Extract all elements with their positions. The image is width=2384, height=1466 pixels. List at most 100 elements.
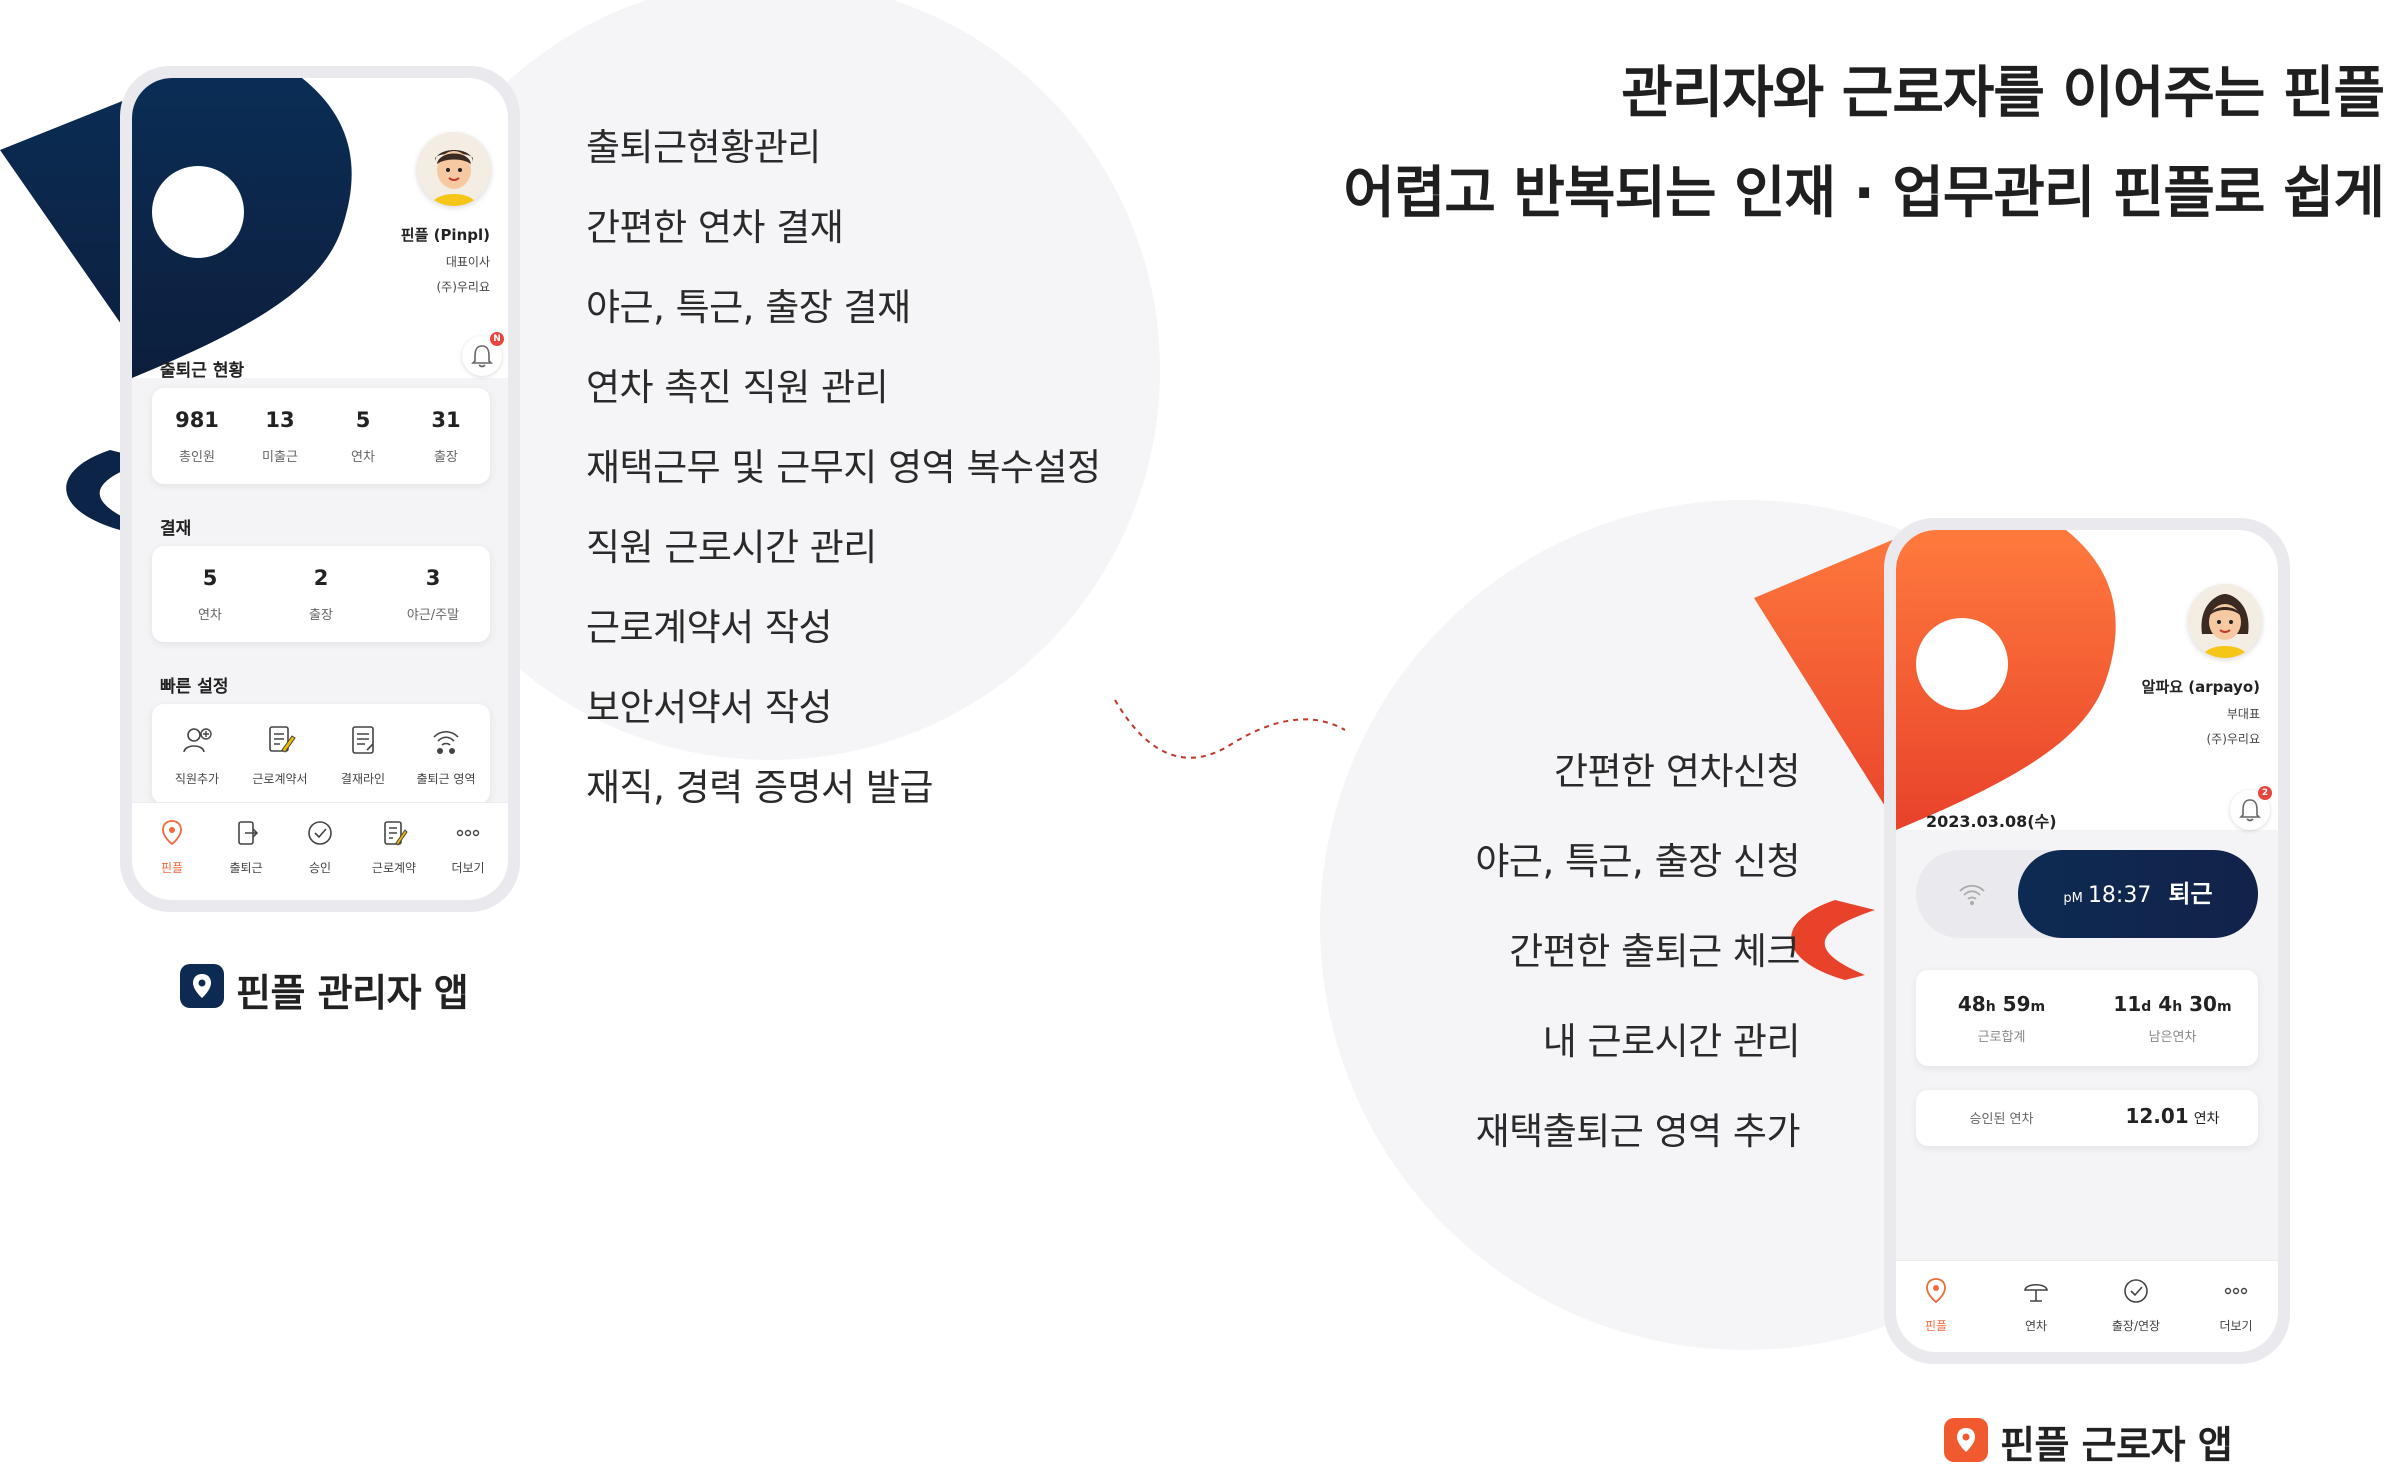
nav-label: 출퇴근 [229, 861, 263, 875]
quick-label: 근로계약서 [252, 772, 308, 786]
worker-nav-leave[interactable]: 연차 [1996, 1275, 2076, 1334]
admin-nav-approval[interactable]: 승인 [280, 817, 360, 876]
nav-label: 출장/연장 [2111, 1319, 2161, 1333]
admin-nav-attendance[interactable]: 출퇴근 [206, 817, 286, 876]
pin-icon [1957, 1428, 1975, 1452]
leave-left[interactable]: 11d 4h 30m 남은연차 [2087, 992, 2258, 1045]
work-total-value: 48h 59m [1916, 992, 2087, 1016]
nav-label: 핀플 [1924, 1319, 1948, 1333]
worker-feature-item: 간편한 출퇴근 체크 [1509, 930, 1800, 973]
worker-bell-badge: 2 [2258, 786, 2272, 800]
admin-app-icon [180, 964, 224, 1008]
admin-feature-item: 재택근무 및 근무지 영역 복수설정 [586, 446, 1101, 489]
approved-leave-unit: 연차 [2193, 1111, 2220, 1127]
quick-approval-line[interactable]: 결재라인 [318, 722, 408, 787]
quick-add-user[interactable]: 직원추가 [152, 722, 242, 787]
wifi-area-icon [433, 730, 459, 754]
leave-hours: 4 [2158, 992, 2173, 1016]
check-circle-icon [2124, 1279, 2148, 1303]
stat-leave[interactable]: 5 연차 [318, 408, 408, 465]
worker-profile-name: 알파요 (arpayo) [2141, 678, 2260, 696]
stat-value: 5 [355, 408, 371, 432]
unit-h: h [1985, 999, 1996, 1015]
leave-left-value: 11d 4h 30m [2087, 992, 2258, 1016]
approval-title: 결재 [160, 519, 192, 539]
worker-pin-logo [1896, 530, 2116, 830]
work-summary-card: 48h 59m 근로합계 11d 4h 30m 남은연차 [1916, 970, 2258, 1066]
headline-line-2: 어렵고 반복되는 인재 · 업무관리 핀플로 쉽게 [1343, 161, 2384, 226]
wifi-icon [1959, 884, 1985, 905]
clock-toggle[interactable]: pM 18:37 퇴근 [1916, 850, 2258, 938]
worker-avatar[interactable] [2188, 584, 2262, 658]
worker-nav-more[interactable]: 더보기 [2196, 1275, 2276, 1334]
stat-value: 2 [313, 566, 329, 590]
stat-label: 연차 [351, 450, 375, 465]
worker-date: 2023.03.08(수) [1926, 812, 2057, 831]
quick-wifi-area[interactable]: 출퇴근 영역 [401, 722, 491, 787]
admin-pin-logo [132, 78, 352, 378]
bell-icon [2239, 799, 2261, 822]
stat-label: 연차 [198, 608, 222, 623]
admin-avatar[interactable] [417, 132, 491, 206]
clock-out-button[interactable]: pM 18:37 퇴근 [2018, 850, 2258, 938]
worker-feature-list: 간편한 연차신청 야근, 특근, 출장 신청 간편한 출퇴근 체크 내 근로시간… [1475, 742, 1800, 1192]
worker-profile-company: (주)우리요 [2206, 732, 2260, 746]
stat-label: 총인원 [179, 450, 215, 465]
admin-feature-item: 근로계약서 작성 [586, 606, 833, 649]
unit-m: m [2216, 999, 2232, 1015]
worker-bottom-nav: 핀플 연차 출장/연장 더보기 [1896, 1260, 2278, 1352]
admin-feature-item: 재직, 경력 증명서 발급 [586, 766, 933, 809]
worker-nav-trip[interactable]: 출장/연장 [2096, 1275, 2176, 1334]
admin-feature-item: 직원 근로시간 관리 [586, 526, 877, 569]
approved-leave-card[interactable]: 승인된 연차 12.01 연차 [1916, 1090, 2258, 1146]
work-total[interactable]: 48h 59m 근로합계 [1916, 992, 2087, 1045]
unit-d: d [2141, 999, 2152, 1015]
worker-screen: 알파요 (arpayo) 부대표 (주)우리요 2023.03.08(수) 2 … [1896, 530, 2278, 1352]
quick-settings-title: 빠른 설정 [160, 677, 229, 697]
worker-feature-item: 간편한 연차신청 [1553, 750, 1801, 793]
stat-label: 출장 [309, 608, 333, 623]
approval-trip[interactable]: 2 출장 [276, 566, 366, 623]
attendance-title: 출퇴근 현황 [160, 361, 245, 381]
approved-leave-label: 승인된 연차 [1969, 1112, 2034, 1127]
admin-bell-badge: N [490, 332, 504, 346]
contract-icon [384, 821, 408, 846]
worker-header: 알파요 (arpayo) 부대표 (주)우리요 [1896, 530, 2278, 830]
worker-nav-pinpl[interactable]: 핀플 [1896, 1275, 1976, 1334]
admin-feature-item: 야근, 특근, 출장 결재 [586, 286, 911, 329]
stat-label: 야근/주말 [406, 608, 460, 623]
approved-leave-value: 12.01 연차 [2087, 1104, 2258, 1128]
dashed-connector [1114, 699, 1346, 759]
pin-icon [193, 974, 211, 998]
admin-profile-company: (주)우리요 [436, 280, 490, 294]
nav-label: 연차 [2024, 1319, 2048, 1333]
worker-bell-button[interactable]: 2 [2230, 786, 2272, 830]
stat-label: 출장 [434, 450, 458, 465]
stat-value: 3 [425, 566, 441, 590]
more-icon [2224, 1287, 2248, 1295]
quick-label: 직원추가 [174, 772, 220, 786]
quick-contract[interactable]: 근로계약서 [235, 722, 325, 787]
stat-label: 미출근 [262, 450, 298, 465]
approval-overtime[interactable]: 3 야근/주말 [388, 566, 478, 623]
admin-avatar-icon [417, 132, 491, 206]
clock-time: 18:37 [2087, 883, 2152, 908]
nav-label: 더보기 [2219, 1319, 2253, 1333]
approval-line-icon [352, 726, 374, 754]
admin-feature-list: 출퇴근현황관리 간편한 연차 결재 야근, 특근, 출장 결재 연차 촉진 직원… [586, 118, 1101, 838]
quick-label: 출퇴근 영역 [416, 772, 476, 786]
admin-bell-button[interactable]: N [462, 332, 504, 376]
admin-nav-contract[interactable]: 근로계약 [354, 817, 434, 876]
worker-profile-role: 부대표 [2226, 707, 2260, 721]
admin-nav-pinpl[interactable]: 핀플 [132, 817, 212, 876]
admin-feature-item: 출퇴근현황관리 [586, 126, 821, 169]
admin-nav-more[interactable]: 더보기 [428, 817, 508, 876]
nav-label: 근로계약 [371, 861, 417, 875]
worker-app-label: 핀플 근로자 앱 [2000, 1423, 2233, 1466]
